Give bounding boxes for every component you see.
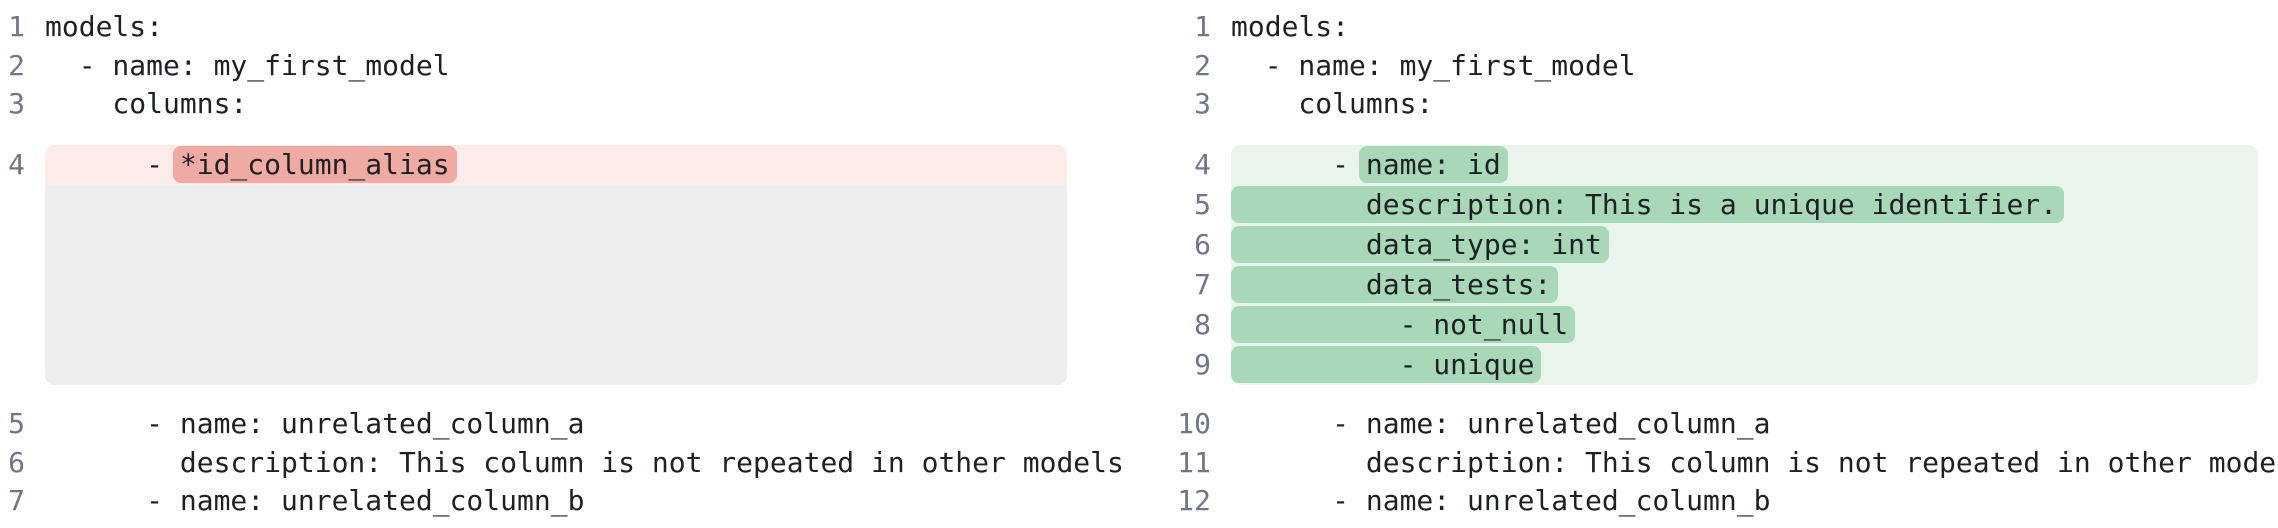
line-number: 5 [1194, 188, 1211, 222]
line-number: 7 [8, 484, 25, 518]
code-text: - name: my_first_model [45, 48, 450, 82]
line-number: 4 [8, 148, 25, 182]
code-line: 3 columns: [0, 85, 1067, 124]
code-line: 2 - name: my_first_model [0, 47, 1067, 86]
diff-hunk: 4 - *id_column_alias [0, 145, 1067, 386]
code-text: models: [45, 10, 164, 43]
line-number: 7 [1194, 268, 1211, 302]
code-line: 10 - name: unrelated_column_a [1172, 405, 2258, 444]
code-text: - name: unrelated_column_b [1231, 484, 1771, 518]
code-line: 4 - name: id [1172, 145, 2258, 186]
added-token: description: This is a unique identifier… [1231, 186, 2065, 224]
line-number: 3 [8, 87, 25, 121]
line-number: 2 [8, 48, 25, 82]
code-text: - name: my_first_model [1231, 48, 1636, 82]
code-text [45, 185, 1067, 386]
code-text: - name: unrelated_column_a [45, 407, 585, 441]
code-line: 7 data_tests: [1172, 265, 2258, 306]
code-line: 8 - not_null [1172, 305, 2258, 346]
code-text: data_tests: [1231, 265, 2258, 306]
code-line: 5 description: This is a unique identifi… [1172, 185, 2258, 226]
removed-token: *id_column_alias [172, 146, 457, 184]
added-token: data_type: int [1231, 226, 1609, 264]
line-number: 5 [8, 407, 25, 441]
code-line: 11 description: This column is not repea… [1172, 444, 2278, 483]
code-text: - name: unrelated_column_a [1231, 407, 1771, 441]
code-line: 5 - name: unrelated_column_a [0, 405, 1067, 444]
code-line: 1 models: [0, 8, 1067, 47]
code-text: columns: [45, 87, 248, 121]
code-text: models: [1231, 10, 1350, 43]
code-text: - unique [1231, 345, 2258, 386]
code-text: - not_null [1231, 305, 2258, 346]
added-token: name: id [1358, 146, 1508, 184]
code-text: - name: id [1231, 145, 2258, 186]
code-text: columns: [1231, 87, 1434, 121]
code-line: 6 description: This column is not repeat… [0, 444, 1124, 483]
line-number: 8 [1194, 308, 1211, 342]
line-number: 3 [1194, 87, 1211, 121]
code-text: - name: unrelated_column_b [45, 484, 585, 518]
code-text: description: This is a unique identifier… [1231, 185, 2258, 226]
line-number: 10 [1177, 407, 1211, 441]
collapsed-filler-row [0, 185, 1067, 386]
code-line: 7 - name: unrelated_column_b [0, 482, 1067, 521]
code-line: 2 - name: my_first_model [1172, 47, 2258, 86]
code-text: - *id_column_alias [45, 145, 1067, 186]
line-number: 2 [1194, 48, 1211, 82]
added-token: data_tests: [1231, 266, 1559, 304]
line-number: 4 [1194, 148, 1211, 182]
line-number: 11 [1177, 445, 1211, 479]
line-number: 1 [1194, 10, 1211, 43]
code-line: 3 columns: [1172, 85, 2258, 124]
added-token: - unique [1231, 346, 1542, 384]
line-number: 12 [1177, 484, 1211, 518]
code-line: 6 data_type: int [1172, 225, 2258, 266]
code-text: description: This column is not repeated… [45, 445, 1124, 479]
code-text: data_type: int [1231, 225, 2258, 266]
line-number: 6 [1194, 228, 1211, 262]
code-line: 1 models: [1172, 8, 2258, 47]
added-token: - not_null [1231, 306, 1576, 344]
code-text: description: This column is not repeated… [1231, 445, 2278, 479]
line-number: 9 [1194, 348, 1211, 382]
code-line: 12 - name: unrelated_column_b [1172, 482, 2258, 521]
line-number: 1 [8, 10, 25, 43]
line-number: 6 [8, 445, 25, 479]
code-line: 4 - *id_column_alias [0, 145, 1067, 186]
code-line: 9 - unique [1172, 345, 2258, 386]
line-number [0, 185, 45, 385]
